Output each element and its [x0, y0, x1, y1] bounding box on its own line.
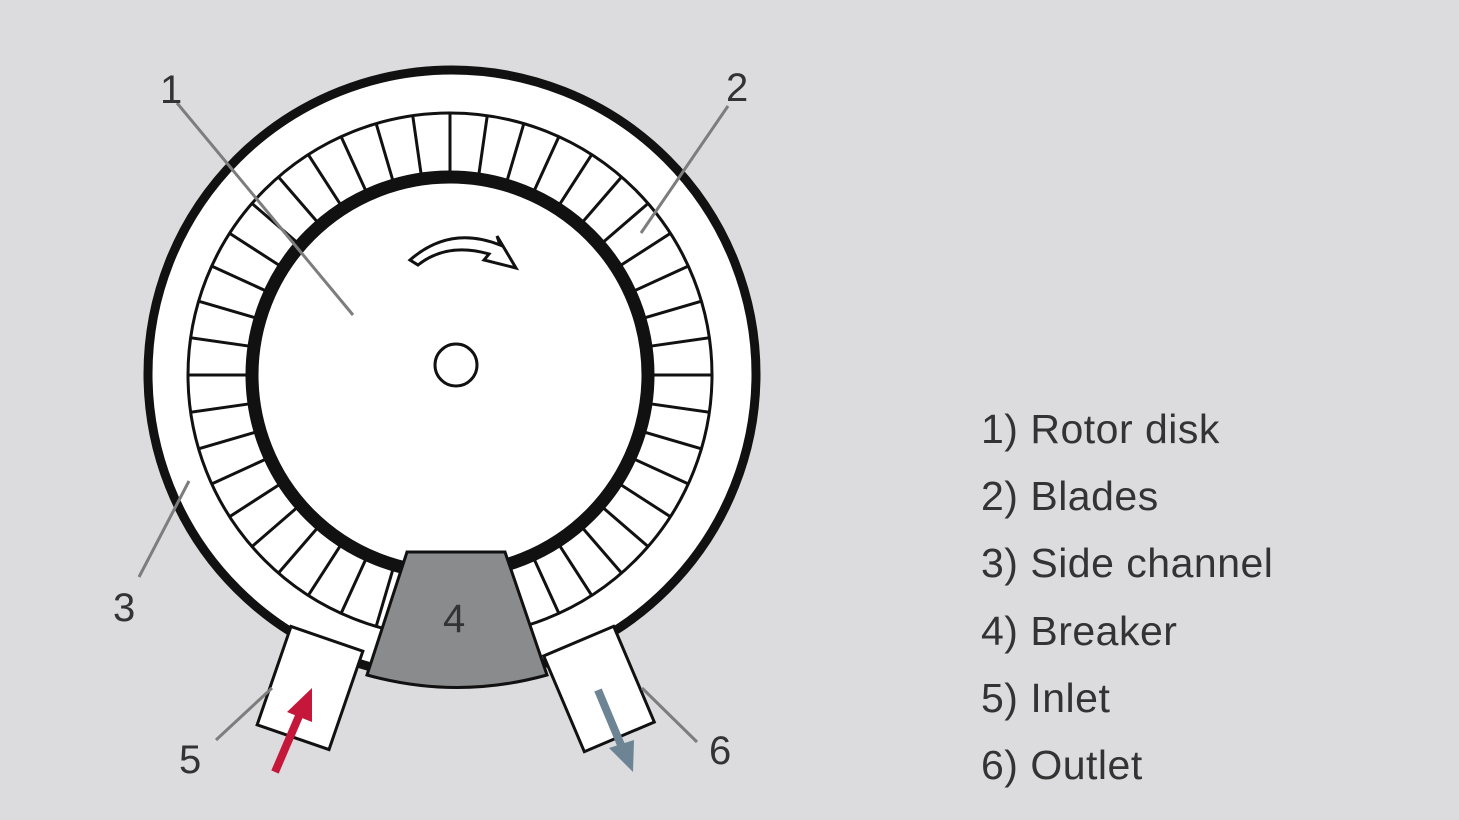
legend-item-blades: 2) Blades	[981, 473, 1159, 520]
shaft-circle	[433, 342, 479, 388]
blade	[372, 564, 396, 635]
blade	[598, 503, 656, 553]
blade	[639, 297, 710, 321]
outlet-arrow-icon	[594, 688, 634, 772]
blades	[188, 113, 712, 637]
blade	[203, 455, 271, 489]
blade	[645, 401, 712, 415]
blade	[336, 554, 370, 622]
blade	[629, 261, 697, 295]
legend-item-side-channel: 3) Side channel	[981, 540, 1274, 587]
legend-item-breaker: 4) Breaker	[981, 607, 1178, 654]
blade	[578, 169, 628, 227]
legend-item-rotor-disk: 1) Rotor disk	[981, 406, 1220, 452]
blade	[578, 523, 628, 581]
blower-cross-section-diagram: 1 2 3 4 5 6	[113, 65, 761, 782]
blade	[244, 197, 302, 247]
blade	[372, 115, 396, 186]
legend-item-inlet: 5) Inlet	[981, 674, 1111, 721]
rotation-direction-icon	[407, 235, 520, 271]
blade	[639, 429, 710, 453]
blade	[302, 540, 345, 603]
blade	[530, 554, 564, 622]
blade	[555, 540, 598, 603]
leader-line-1	[175, 102, 355, 316]
callout-3: 3	[113, 586, 135, 630]
legend: 1) Rotor disk 2) Blades 3) Side channel …	[981, 402, 1273, 805]
leader-line-3	[137, 480, 191, 578]
blade	[615, 227, 678, 270]
blade	[336, 128, 370, 196]
blade	[190, 297, 261, 321]
callout-6: 6	[709, 729, 731, 773]
blade	[222, 227, 285, 270]
breaker	[365, 550, 549, 689]
blade	[410, 113, 424, 180]
blade	[203, 261, 271, 295]
blade	[629, 455, 697, 489]
callout-4: 4	[443, 597, 465, 641]
blade	[190, 429, 261, 453]
leader-line-5	[214, 686, 274, 742]
blade	[272, 169, 322, 227]
leader-lines	[137, 102, 730, 744]
blade	[222, 480, 285, 523]
callout-5: 5	[179, 738, 201, 782]
blade	[645, 335, 712, 349]
blade	[504, 115, 528, 186]
callout-2: 2	[726, 66, 748, 110]
blade	[188, 401, 255, 415]
blade	[555, 147, 598, 210]
inlet-port	[255, 624, 365, 752]
callout-1: 1	[160, 68, 182, 112]
blade	[302, 147, 345, 210]
blade	[272, 523, 322, 581]
blade	[530, 128, 564, 196]
leader-line-2	[639, 105, 730, 234]
blade	[598, 197, 656, 247]
blade	[188, 335, 255, 349]
legend-item-outlet: 6) Outlet	[981, 741, 1143, 788]
blade	[244, 503, 302, 553]
inlet-arrow-icon	[271, 688, 312, 774]
blade	[615, 480, 678, 523]
blade	[476, 113, 490, 180]
leader-line-6	[640, 686, 699, 744]
